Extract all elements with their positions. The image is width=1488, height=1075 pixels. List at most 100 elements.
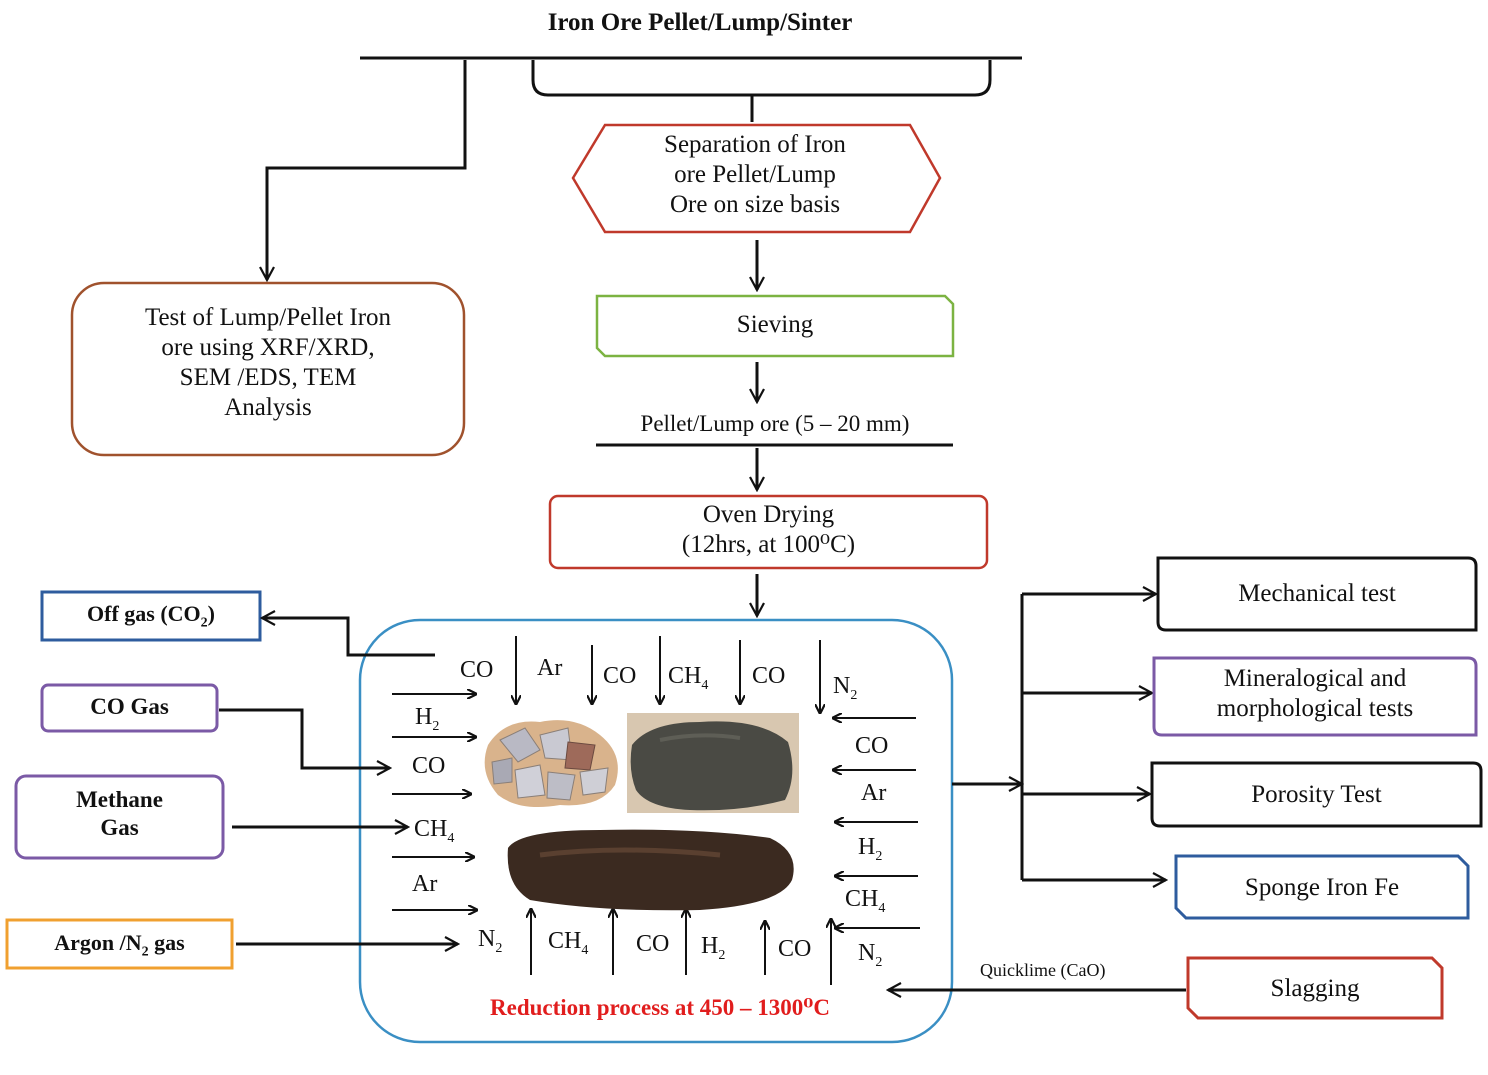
mechanical-label: Mechanical test bbox=[1238, 580, 1396, 607]
top-gas-n2-sub: 2 bbox=[850, 687, 858, 703]
test-box bbox=[70, 281, 466, 457]
offgas-close: ) bbox=[207, 601, 215, 626]
bottom-gas-n2: N2 bbox=[478, 925, 502, 958]
argon-box bbox=[5, 918, 234, 970]
bottom-gas-h2: H2 bbox=[701, 932, 725, 965]
argon-rest: gas bbox=[148, 930, 185, 955]
reduction-process-label: Reduction process at 450 – 1300⁰C bbox=[490, 995, 830, 1020]
oven-text: Oven Drying (12hrs, at 100⁰C) bbox=[550, 500, 987, 560]
oven-line1: Oven Drying bbox=[702, 501, 835, 528]
mechanical-box bbox=[1156, 556, 1478, 632]
right-gas-co: CO bbox=[855, 733, 889, 759]
bottom-gas-h2-sub: 2 bbox=[718, 947, 726, 963]
top-gas-ch4: CH4 bbox=[668, 662, 708, 695]
right-gas-ch4-sub: 4 bbox=[878, 900, 886, 916]
top-gas-n2-text: N bbox=[833, 673, 851, 699]
test-line4: Analysis bbox=[224, 394, 312, 421]
oven-line2: (12hrs, at 100⁰C) bbox=[681, 531, 856, 558]
pellet-size-label: Pellet/Lump ore (5 – 20 mm) bbox=[640, 411, 910, 436]
right-gas-h2: H2 bbox=[858, 833, 882, 866]
argon-sub: 2 bbox=[141, 944, 149, 960]
slagging-box bbox=[1186, 956, 1444, 1020]
offgas-sub: 2 bbox=[200, 615, 208, 631]
left-gas-h2-text: H bbox=[415, 704, 433, 730]
right-gas-h2-text: H bbox=[858, 834, 876, 860]
sponge-label: Sponge Iron Fe bbox=[1244, 874, 1400, 901]
mineral-label: Mineralogical and morphological tests bbox=[1154, 664, 1476, 724]
sieving-box bbox=[595, 294, 955, 358]
diagram-title: Iron Ore Pellet/Lump/Sinter bbox=[547, 9, 853, 36]
right-gas-h2-sub: 2 bbox=[875, 848, 883, 864]
top-gas-ar: Ar bbox=[537, 655, 563, 681]
right-gas-n2-text: N bbox=[858, 940, 876, 966]
left-gas-co: CO bbox=[412, 753, 446, 779]
porosity-box bbox=[1150, 761, 1483, 828]
lump-photo bbox=[627, 713, 799, 813]
test-line3: SEM /EDS, TEM bbox=[179, 364, 357, 391]
bottom-gas-ch4-sub: 4 bbox=[581, 942, 589, 958]
top-gas-ch4-sub: 4 bbox=[701, 677, 709, 693]
left-gas-h2: H2 bbox=[415, 703, 439, 736]
left-gas-h2-sub: 2 bbox=[432, 718, 440, 734]
bottom-gas-h2-text: H bbox=[701, 933, 719, 959]
reactor-left-arrows bbox=[392, 694, 476, 910]
top-gas-co2: CO bbox=[603, 663, 637, 689]
top-gas-n2: N2 bbox=[833, 672, 857, 705]
right-gas-ch4-text: CH bbox=[845, 886, 879, 912]
offgas-box bbox=[40, 590, 262, 642]
argon-label: Argon /N2 gas bbox=[7, 930, 232, 961]
bottom-gas-ch4: CH4 bbox=[548, 927, 588, 960]
right-gas-n2-sub: 2 bbox=[875, 954, 883, 970]
top-gas-co1: CO bbox=[460, 657, 494, 683]
separation-line1: Separation of Iron bbox=[664, 131, 846, 158]
sieving-label: Sieving bbox=[736, 311, 814, 338]
methane-label: Methane Gas bbox=[16, 786, 223, 841]
bottom-gas-n2-sub: 2 bbox=[495, 940, 503, 956]
top-bracket bbox=[531, 60, 992, 97]
left-gas-ch4: CH4 bbox=[414, 815, 454, 848]
left-gas-ar: Ar bbox=[412, 871, 438, 897]
reactor-top-arrows bbox=[516, 636, 820, 712]
mineral-line2: morphological tests bbox=[1216, 695, 1414, 722]
test-text: Test of Lump/Pellet Iron ore using XRF/X… bbox=[72, 303, 464, 423]
reactor-right-arrows bbox=[834, 718, 920, 928]
mineral-line1: Mineralogical and bbox=[1223, 665, 1407, 692]
right-gas-ar: Ar bbox=[861, 780, 887, 806]
separation-text: Separation of Iron ore Pellet/Lump Ore o… bbox=[590, 130, 920, 220]
argon-text: Argon /N bbox=[54, 930, 142, 955]
porosity-label: Porosity Test bbox=[1251, 781, 1382, 808]
co-gas-connector bbox=[219, 708, 390, 768]
top-gas-co3: CO bbox=[752, 663, 786, 689]
sponge-iron-photo bbox=[507, 829, 794, 911]
separation-line2: ore Pellet/Lump bbox=[674, 161, 836, 188]
offgas-text: Off gas (CO bbox=[87, 601, 201, 626]
methane-line1: Methane bbox=[76, 787, 163, 812]
test-line2: ore using XRF/XRD, bbox=[161, 334, 375, 361]
slagging-label: Slagging bbox=[1270, 975, 1360, 1002]
top-gas-ch4-text: CH bbox=[668, 663, 702, 689]
right-gas-ch4: CH4 bbox=[845, 885, 885, 918]
quicklime-label: Quicklime (CaO) bbox=[980, 960, 1106, 980]
right-gas-n2: N2 bbox=[858, 939, 882, 972]
co-gas-box bbox=[40, 683, 219, 733]
arrow-to-test bbox=[267, 60, 467, 280]
mineral-box bbox=[1152, 656, 1478, 737]
offgas-label: Off gas (CO2) bbox=[42, 601, 260, 632]
co-gas-label: CO Gas bbox=[90, 694, 169, 719]
bottom-gas-ch4-text: CH bbox=[548, 928, 582, 954]
offgas-connector bbox=[262, 618, 435, 657]
bottom-gas-co1: CO bbox=[636, 931, 670, 957]
bottom-gas-n2-text: N bbox=[478, 926, 496, 952]
methane-box bbox=[14, 774, 225, 860]
separation-hexagon bbox=[571, 123, 942, 234]
test-line1: Test of Lump/Pellet Iron bbox=[144, 304, 392, 331]
oven-box bbox=[548, 494, 989, 570]
reactor-bottom-arrows bbox=[531, 910, 831, 985]
left-gas-ch4-text: CH bbox=[414, 816, 448, 842]
pellet-photo bbox=[484, 720, 618, 808]
bottom-gas-co2: CO bbox=[778, 936, 812, 962]
left-gas-ch4-sub: 4 bbox=[447, 830, 455, 846]
methane-line2: Gas bbox=[100, 814, 139, 840]
sponge-box bbox=[1174, 854, 1470, 920]
